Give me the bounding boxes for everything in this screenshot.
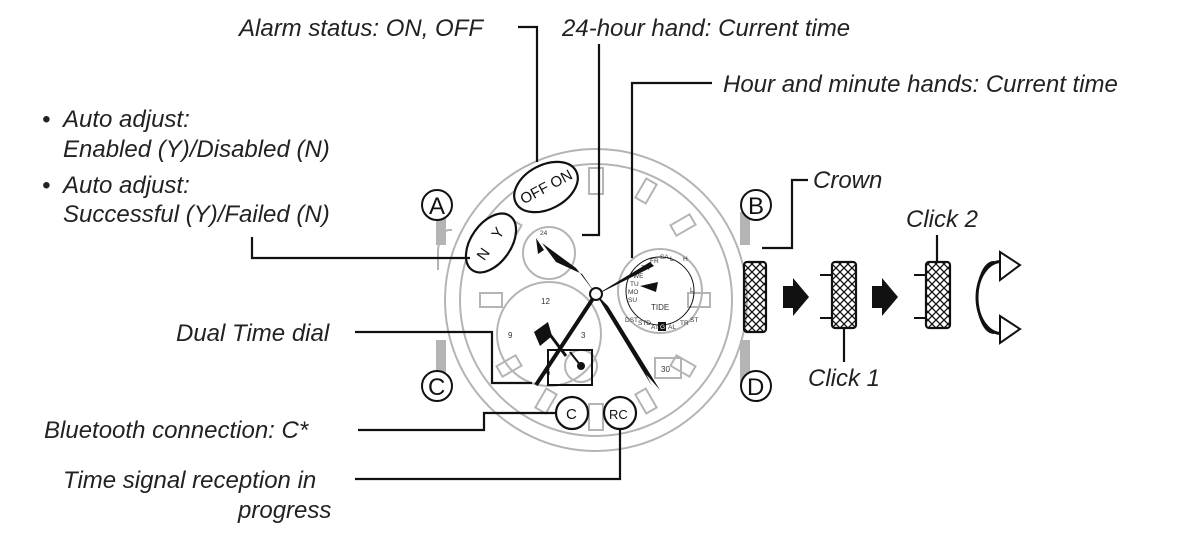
svg-text:TR: TR bbox=[680, 320, 689, 327]
bullet: • bbox=[42, 106, 50, 133]
date-window: 30 bbox=[654, 357, 682, 379]
rotate-crown-icon bbox=[975, 250, 1022, 345]
svg-text:AL: AL bbox=[668, 324, 676, 331]
tide-world-subdial: FR SA TH WE TU MO SU H L L TIDE DST STD … bbox=[617, 248, 703, 334]
svg-text:C: C bbox=[428, 374, 445, 401]
alarm-status-indicator: OFF ON bbox=[513, 160, 579, 214]
rc-indicator: RC bbox=[602, 395, 638, 431]
time-signal-label-line1: Time signal reception in bbox=[63, 467, 316, 494]
svg-text:G: G bbox=[660, 324, 665, 331]
bluetooth-connection-label: Bluetooth connection: C* bbox=[44, 417, 309, 444]
svg-text:RC: RC bbox=[609, 407, 628, 422]
24-hour-subdial: 24 bbox=[522, 226, 576, 280]
auto-adjust-value-2: Successful (Y)/Failed (N) bbox=[63, 201, 330, 228]
24-hour-hand-label: 24-hour hand: Current time bbox=[561, 15, 850, 42]
svg-text:ST: ST bbox=[690, 317, 698, 324]
svg-text:3: 3 bbox=[581, 331, 586, 340]
svg-text:SU: SU bbox=[628, 297, 637, 304]
svg-text:C: C bbox=[566, 406, 577, 423]
click-1-label: Click 1 bbox=[808, 365, 880, 392]
dual-time-dial-label: Dual Time dial bbox=[176, 320, 330, 347]
main-hands bbox=[534, 243, 660, 390]
button-c-marker: C bbox=[421, 370, 453, 402]
svg-text:TIDE: TIDE bbox=[651, 303, 669, 312]
bluetooth-indicator: C bbox=[554, 395, 590, 431]
svg-text:TU: TU bbox=[630, 281, 639, 288]
crown-position-0 bbox=[742, 260, 768, 334]
svg-text:WE: WE bbox=[633, 273, 644, 280]
crown-position-1 bbox=[820, 260, 858, 330]
auto-adjust-label-2: Auto adjust: bbox=[61, 172, 190, 199]
svg-text:A: A bbox=[429, 193, 445, 220]
svg-text:L: L bbox=[670, 256, 674, 263]
button-a-marker: A bbox=[421, 189, 453, 221]
svg-text:SA: SA bbox=[660, 254, 669, 261]
svg-text:DST: DST bbox=[625, 317, 638, 324]
bullet: • bbox=[42, 172, 50, 199]
svg-text:FR: FR bbox=[650, 258, 659, 265]
svg-text:STD: STD bbox=[638, 320, 651, 327]
alarm-status-label: Alarm status: ON, OFF bbox=[237, 15, 484, 42]
arrow-icon bbox=[872, 278, 898, 316]
svg-text:MO: MO bbox=[628, 289, 638, 296]
svg-text:D: D bbox=[747, 374, 764, 401]
click-2-label: Click 2 bbox=[906, 206, 978, 233]
svg-text:L: L bbox=[690, 287, 694, 294]
hour-minute-hands-label: Hour and minute hands: Current time bbox=[723, 71, 1118, 98]
crown-position-2 bbox=[914, 260, 952, 330]
svg-text:30: 30 bbox=[661, 365, 670, 374]
time-signal-label-line2: progress bbox=[237, 497, 331, 524]
svg-text:12: 12 bbox=[541, 297, 550, 306]
auto-adjust-value-1: Enabled (Y)/Disabled (N) bbox=[63, 136, 330, 163]
svg-text:B: B bbox=[748, 193, 764, 220]
button-d-marker: D bbox=[740, 370, 772, 402]
auto-adjust-label-1: Auto adjust: bbox=[61, 106, 190, 133]
svg-text:24: 24 bbox=[540, 230, 548, 237]
svg-text:AT: AT bbox=[651, 324, 659, 331]
crown-label: Crown bbox=[813, 167, 882, 194]
svg-text:H: H bbox=[683, 256, 688, 263]
svg-text:9: 9 bbox=[508, 331, 513, 340]
button-b-marker: B bbox=[740, 189, 772, 221]
arrow-icon bbox=[783, 278, 809, 316]
leader-lines bbox=[250, 25, 939, 481]
auto-adjust-indicator: N Y bbox=[464, 212, 518, 274]
